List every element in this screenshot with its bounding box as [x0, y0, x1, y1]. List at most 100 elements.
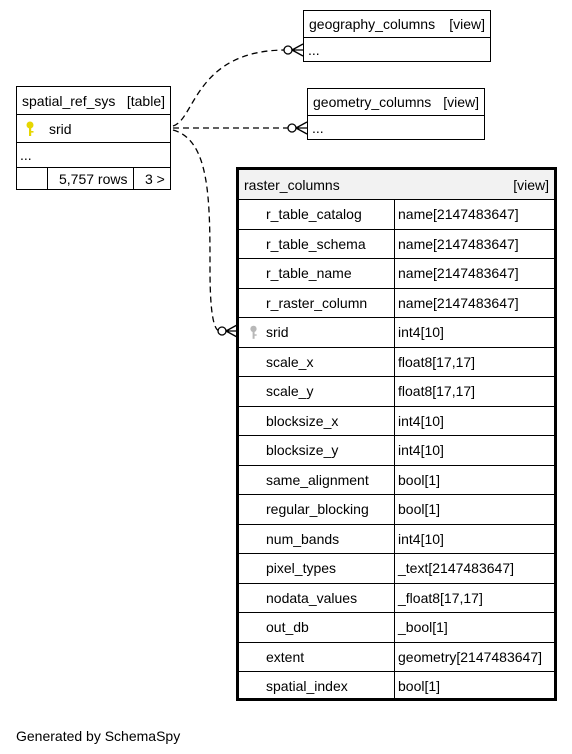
column-name: out_db [266, 619, 309, 636]
ellipsis: ... [20, 147, 32, 163]
cell-divider [394, 524, 395, 553]
cell-divider [394, 672, 395, 701]
footer-divider [133, 168, 134, 189]
crow-foot [225, 324, 238, 338]
crow-foot-circle [287, 123, 297, 133]
table-kind: [view] [443, 94, 479, 110]
crow-foot [295, 121, 308, 135]
column-row: out_db _bool[1] [239, 612, 554, 642]
table-header: spatial_ref_sys [table] [17, 87, 170, 114]
children-link[interactable]: 3 > [145, 170, 165, 187]
table-kind: [view] [513, 176, 549, 193]
cell-divider [394, 229, 395, 258]
column-row: r_table_schema name[2147483647] [239, 228, 554, 258]
ellipsis: ... [308, 42, 320, 58]
table-footer: 5,757 rows 3 > [17, 167, 170, 189]
table-name: spatial_ref_sys [22, 92, 116, 109]
more-columns-row: ... [17, 142, 170, 167]
column-type: name[2147483647] [398, 206, 519, 223]
column-name: scale_y [266, 383, 314, 400]
table-kind: [table] [126, 92, 165, 109]
column-type: float8[17,17] [398, 383, 476, 400]
column-row: regular_blocking bool[1] [239, 494, 554, 524]
table-header: raster_columns [view] [239, 170, 554, 199]
table-geometry-columns[interactable]: geometry_columns [view] ... [307, 88, 485, 140]
crow-foot-circle [283, 45, 293, 55]
cell-divider [394, 436, 395, 465]
table-name: geography_columns [309, 16, 436, 32]
column-type: _bool[1] [398, 619, 448, 636]
key-icon [249, 325, 258, 342]
table-header: geometry_columns [view] [308, 89, 484, 115]
column-name: blocksize_y [266, 442, 339, 459]
column-row: spatial_index bool[1] [239, 671, 554, 701]
cell-divider [394, 642, 395, 671]
table-header: geography_columns [view] [304, 11, 490, 37]
table-geography-columns[interactable]: geography_columns [view] ... [303, 10, 491, 62]
more-columns-row: ... [304, 37, 490, 62]
column-row: num_bands int4[10] [239, 523, 554, 553]
column-row: pixel_types _text[2147483647] [239, 553, 554, 583]
column-type: name[2147483647] [398, 235, 519, 252]
generated-by-footer: Generated by SchemaSpy [16, 728, 181, 744]
column-name: r_table_schema [266, 235, 366, 252]
column-type: bool[1] [398, 501, 441, 518]
crow-foot [291, 43, 304, 57]
column-type: _text[2147483647] [398, 560, 514, 577]
column-name: spatial_index [266, 678, 348, 695]
table-name: raster_columns [244, 176, 340, 193]
column-row: r_table_name name[2147483647] [239, 258, 554, 288]
column-type: int4[10] [398, 442, 444, 459]
table-name: geometry_columns [313, 94, 432, 110]
column-name: same_alignment [266, 471, 369, 488]
column-row: scale_y float8[17,17] [239, 376, 554, 406]
column-name: extent [266, 648, 305, 665]
cell-divider [394, 200, 395, 229]
table-spatial-ref-sys[interactable]: spatial_ref_sys [table] srid ... 5,757 r… [16, 86, 171, 190]
column-row: blocksize_x int4[10] [239, 405, 554, 435]
cell-divider [394, 259, 395, 288]
column-type: float8[17,17] [398, 353, 476, 370]
column-name: blocksize_x [266, 412, 339, 429]
cell-divider [394, 288, 395, 317]
column-type: int4[10] [398, 530, 444, 547]
column-name: nodata_values [266, 589, 358, 606]
cell-divider [394, 554, 395, 583]
cell-divider [394, 377, 395, 406]
cell-divider [394, 465, 395, 494]
column-row: same_alignment bool[1] [239, 464, 554, 494]
column-row: extent geometry[2147483647] [239, 641, 554, 671]
more-columns-row: ... [308, 115, 484, 140]
column-type: name[2147483647] [398, 265, 519, 282]
column-name: num_bands [266, 530, 340, 547]
column-name: r_table_catalog [266, 206, 362, 223]
row-count: 5,757 rows [59, 170, 128, 187]
column-type: geometry[2147483647] [398, 648, 542, 665]
cell-divider [394, 583, 395, 612]
column-row: nodata_values_float8[17,17] [239, 582, 554, 612]
footer-cell-blank [17, 168, 48, 189]
cell-divider [394, 495, 395, 524]
column-row: srid [17, 114, 170, 142]
column-row: scale_x float8[17,17] [239, 346, 554, 376]
column-name: regular_blocking [266, 501, 369, 518]
column-type: bool[1] [398, 471, 441, 488]
column-name: srid [49, 120, 72, 137]
column-row: r_table_catalog name[2147483647] [239, 199, 554, 229]
column-type: bool[1] [398, 678, 441, 695]
column-type: int4[10] [398, 412, 444, 429]
cell-divider [394, 406, 395, 435]
column-row: blocksize_y int4[10] [239, 435, 554, 465]
crow-foot-circle [217, 326, 227, 336]
column-name: scale_x [266, 353, 314, 370]
key-icon [25, 121, 35, 139]
column-name: pixel_types [266, 560, 337, 577]
table-kind: [view] [449, 16, 485, 32]
column-name: r_table_name [266, 265, 352, 282]
column-name: srid [266, 324, 289, 341]
